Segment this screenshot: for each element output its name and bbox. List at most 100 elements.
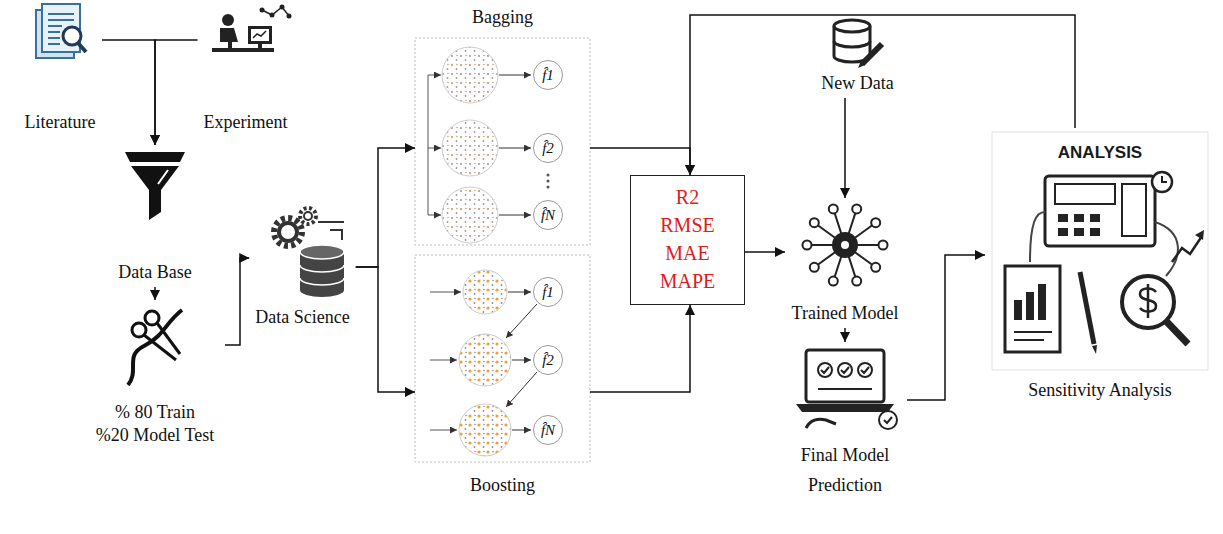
prediction-laptop-icon — [879, 411, 897, 429]
analysis-icon — [1005, 266, 1060, 352]
node-label: Sensitivity Analysis — [1028, 379, 1172, 402]
flow-connector — [590, 305, 690, 392]
database-node: Data Base — [108, 145, 202, 287]
node-label: Trained Model — [792, 302, 899, 325]
flow-connector — [907, 255, 985, 400]
estimator-circle: f̂2 — [533, 133, 563, 163]
estimator-circle: f̂1 — [533, 60, 563, 90]
scissors-icon — [157, 323, 180, 354]
neural-network-icon — [829, 204, 838, 213]
bagging-panel — [428, 75, 441, 76]
analysis-icon — [1058, 214, 1100, 236]
new-data-icon — [858, 61, 865, 68]
node-label: Bagging — [472, 6, 533, 29]
analysis-icon — [1152, 172, 1172, 192]
neural-network-icon — [807, 209, 883, 281]
node-label: Experiment — [204, 111, 288, 134]
data-science-icon — [300, 265, 344, 285]
analysis-icon — [1122, 184, 1146, 236]
estimator-label: f̂2 — [542, 141, 554, 156]
boosting-panel — [508, 292, 531, 293]
neural-network-icon — [852, 277, 861, 286]
neural-network-icon — [871, 263, 880, 272]
new-data-icon — [834, 20, 882, 68]
experiment-icon — [287, 14, 292, 19]
neural-network-icon — [871, 218, 880, 227]
neural-network-icon — [803, 204, 888, 285]
bagging-panel — [428, 215, 441, 216]
analysis-icon — [1092, 345, 1097, 354]
experiment-icon — [212, 48, 274, 52]
flow-connector — [844, 328, 846, 342]
metrics-box: R2RMSEMAEMAPE — [630, 175, 745, 305]
data-science-icon — [318, 222, 344, 240]
funnel-icon — [125, 152, 185, 162]
data-science-icon — [304, 212, 312, 220]
boosting-panel — [512, 430, 531, 431]
boosting-panel — [459, 334, 511, 386]
literature-icon — [78, 43, 86, 52]
flow-connector — [356, 148, 415, 267]
scissors-icon — [128, 310, 182, 385]
scissors-icon — [128, 310, 182, 385]
data-science-icon — [300, 208, 316, 224]
bagging-panel — [442, 47, 498, 103]
prediction-laptop-icon — [884, 417, 892, 423]
estimator-circle: f̂2 — [533, 345, 563, 375]
neural-network-icon — [852, 204, 861, 213]
estimator-circle: f̂N — [533, 200, 563, 230]
bagging-panel — [415, 38, 590, 245]
bagging-panel — [547, 180, 550, 183]
flow-connector — [590, 148, 690, 175]
experiment-icon — [220, 28, 238, 50]
analysis-icon — [1155, 222, 1178, 276]
funnel-icon — [131, 166, 179, 220]
literature-icon — [63, 27, 81, 45]
estimator-label: f̂2 — [542, 353, 554, 368]
prediction-laptop-icon — [818, 388, 872, 390]
analysis-icon — [1055, 184, 1115, 204]
experiment-icon — [262, 7, 289, 16]
analysis-icon — [1045, 176, 1155, 246]
prediction-laptop-icon — [806, 419, 836, 428]
analysis-icon — [1162, 176, 1167, 182]
split-node: % 80 Train%20 Model Test — [85, 300, 225, 450]
model-node: Trained Model — [785, 198, 905, 328]
bagging-panel — [428, 148, 441, 149]
node-label: %20 Model Test — [96, 424, 214, 447]
literature-icon — [42, 4, 80, 52]
analysis-icon — [992, 132, 1208, 370]
scissors-icon — [145, 311, 159, 325]
neural-network-icon — [810, 218, 819, 227]
flow-connector — [102, 40, 155, 145]
bagging-panel — [499, 148, 531, 149]
prediction-node: Final Model Prediction — [783, 342, 907, 504]
metric-name: MAE — [665, 239, 709, 267]
experiment-icon — [260, 8, 265, 13]
boosting-panel — [430, 292, 461, 293]
data-science-icon — [300, 245, 344, 259]
flow-connector — [225, 258, 249, 345]
boosting-panel — [512, 360, 531, 361]
bagging-panel — [499, 215, 531, 216]
node-label: Data Base — [118, 261, 191, 284]
source-node: Literature — [18, 2, 102, 137]
flow-connector — [745, 251, 785, 253]
prediction-laptop-icon — [796, 350, 897, 429]
estimator-label: f̂N — [541, 423, 555, 438]
analysis-icon — [1080, 272, 1094, 344]
data-science-icon — [279, 223, 297, 241]
new-data-icon — [834, 41, 870, 47]
node-label: New Data — [821, 72, 893, 95]
metric-name: MAPE — [660, 267, 716, 295]
boosting-panel — [506, 304, 537, 338]
experiment-icon — [248, 26, 272, 44]
flow-connector — [155, 40, 198, 145]
experiment-icon — [253, 31, 266, 38]
estimator-label: f̂N — [541, 208, 555, 223]
experiment-icon — [280, 5, 285, 10]
boosting-panel — [463, 270, 507, 314]
new-data-icon — [862, 44, 882, 64]
experiment-icon — [251, 29, 269, 41]
